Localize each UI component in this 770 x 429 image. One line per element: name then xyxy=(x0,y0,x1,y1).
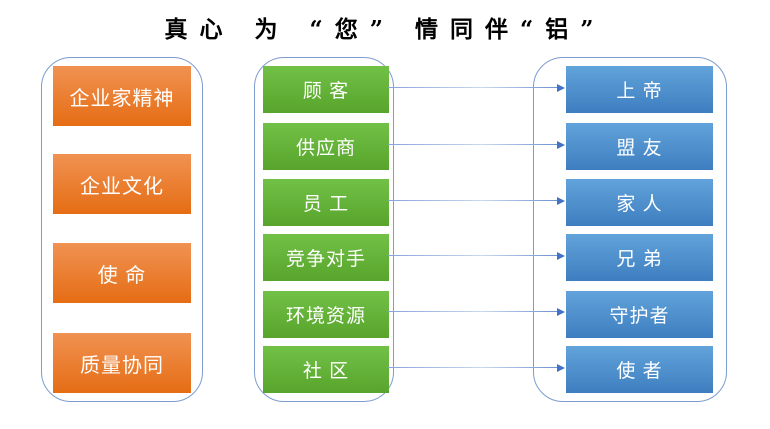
value-item: 质量协同 xyxy=(53,333,191,393)
stakeholder-item: 竞争对手 xyxy=(263,234,389,281)
stakeholder-item: 环境资源 xyxy=(263,291,389,338)
arrow-line xyxy=(388,255,558,257)
role-item: 使 者 xyxy=(566,346,713,393)
arrowhead-icon xyxy=(557,251,565,260)
value-item: 企业文化 xyxy=(53,154,191,214)
values-panel: 企业家精神 企业文化 使 命 质量协同 xyxy=(41,57,203,402)
arrow-line xyxy=(388,200,558,202)
arrowhead-icon xyxy=(557,363,565,372)
arrowhead-icon xyxy=(557,140,565,149)
stakeholder-item: 顾 客 xyxy=(263,66,389,113)
stakeholder-item: 社 区 xyxy=(263,346,389,393)
arrowhead-icon xyxy=(557,307,565,316)
arrowhead-icon xyxy=(557,196,565,205)
arrowhead-icon xyxy=(557,83,565,92)
value-item: 企业家精神 xyxy=(53,66,191,126)
roles-panel: 上 帝 盟 友 家 人 兄 弟 守护者 使 者 xyxy=(533,57,727,402)
arrow-line xyxy=(388,144,558,146)
arrow-line xyxy=(388,87,558,89)
arrow-line xyxy=(388,367,558,369)
stakeholders-panel: 顾 客 供应商 员 工 竞争对手 环境资源 社 区 xyxy=(254,57,394,402)
value-item: 使 命 xyxy=(53,243,191,303)
role-item: 上 帝 xyxy=(566,66,713,113)
stakeholder-item: 员 工 xyxy=(263,179,389,226)
arrow-line xyxy=(388,311,558,313)
role-item: 兄 弟 xyxy=(566,234,713,281)
role-item: 守护者 xyxy=(566,291,713,338)
role-item: 家 人 xyxy=(566,179,713,226)
role-item: 盟 友 xyxy=(566,123,713,170)
stakeholder-item: 供应商 xyxy=(263,123,389,170)
slide-title: 真心 为 “您” 情同伴“铝” xyxy=(164,16,606,43)
